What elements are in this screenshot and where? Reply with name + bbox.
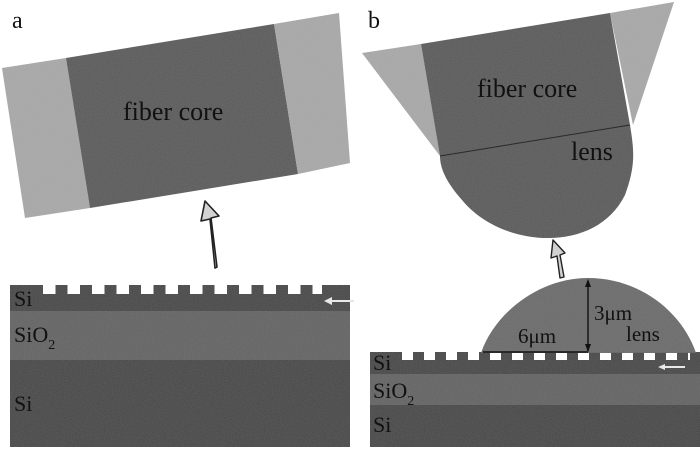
grating-tooth — [178, 285, 190, 295]
layer-label-sio2: SiO2 — [14, 322, 55, 353]
grating-tooth — [435, 352, 446, 361]
panel-a-chip — [10, 285, 350, 447]
panel-b: b fiber core lens 6μm 3μm lens — [362, 2, 700, 447]
grating-tooth — [153, 285, 166, 295]
si-device-layer — [10, 294, 350, 311]
light-direction-arrow — [550, 239, 566, 279]
sio2-layer — [10, 310, 350, 360]
fiber-cladding-right — [610, 2, 674, 125]
panel-a: a fiber core Si SiO2 Si — [2, 8, 354, 447]
grating-tooth — [655, 352, 666, 361]
panel-b-letter: b — [368, 8, 380, 34]
grating-tooth — [276, 285, 288, 295]
on-chip-lens-label: lens — [626, 322, 660, 346]
si-device-layer — [370, 360, 700, 374]
grating-tooth — [129, 285, 141, 295]
grating-edge-block — [370, 352, 402, 361]
grating-tooth — [413, 352, 424, 361]
grating-edge-block — [322, 285, 350, 295]
fiber-core — [66, 24, 298, 208]
grating-tooth — [104, 285, 117, 295]
fiber-lens-label: lens — [571, 137, 613, 166]
grating-tooth — [202, 285, 215, 295]
grating-tooth — [589, 352, 600, 361]
grating-tooth — [567, 352, 578, 361]
fiber-core-label: fiber core — [477, 74, 577, 103]
panel-a-letter: a — [12, 8, 23, 34]
sio2-layer — [370, 373, 700, 405]
light-direction-arrow — [200, 200, 220, 269]
grating-tooth — [300, 285, 313, 295]
grating-tooth — [251, 285, 264, 295]
fiber-cladding-left — [362, 44, 440, 156]
layer-label-si-substrate: Si — [373, 412, 391, 437]
grating-tooth — [80, 285, 92, 295]
grating-tooth — [545, 352, 556, 361]
panel-b-chip — [370, 278, 700, 447]
lens-dimension-lines — [483, 279, 591, 353]
layer-label-sio2: SiO2 — [373, 378, 414, 409]
grating-tooth — [501, 352, 512, 361]
grating-tooth — [633, 352, 644, 361]
waveguide-light-arrow — [658, 364, 685, 370]
fiber-cladding-right — [274, 13, 350, 174]
grating-tooth — [677, 352, 688, 361]
panel-b-fiber — [362, 2, 674, 238]
layer-label-si-top: Si — [373, 350, 391, 375]
lens-radius-label: 6μm — [518, 324, 556, 348]
grating-tooth — [611, 352, 622, 361]
fiber-core-label: fiber core — [123, 97, 223, 126]
lens-fiber-interface — [439, 124, 631, 157]
layer-label-si-top: Si — [14, 286, 32, 311]
grating-tooth — [227, 285, 239, 295]
fiber-core-with-lens — [421, 13, 634, 238]
si-substrate-layer — [10, 360, 350, 447]
waveguide-light-arrow — [324, 297, 354, 305]
panel-a-fiber — [2, 13, 350, 218]
grating-tooth — [55, 285, 68, 295]
grating-tooth — [523, 352, 534, 361]
layer-label-si-substrate: Si — [14, 391, 32, 416]
fiber-cladding-left — [2, 58, 90, 218]
si-substrate-layer — [370, 405, 700, 447]
grating-tooth — [457, 352, 468, 361]
grating-coupler — [10, 285, 350, 311]
grating-edge-block — [10, 285, 43, 295]
grating-edge-block — [690, 352, 700, 361]
grating-coupler — [370, 352, 700, 374]
grating-tooth — [479, 352, 490, 361]
lens-height-label: 3μm — [594, 301, 632, 325]
